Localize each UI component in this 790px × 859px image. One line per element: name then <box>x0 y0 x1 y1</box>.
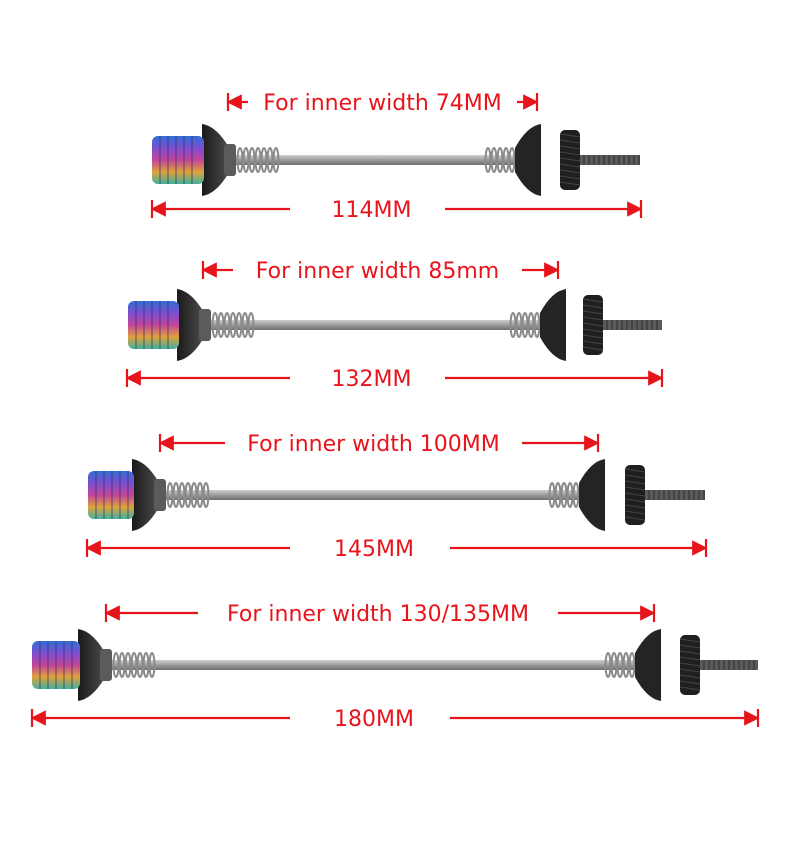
inner-width-label: For inner width 100MM <box>247 432 500 457</box>
left-spring-icon <box>236 147 280 173</box>
overall-length-label: 180MM <box>334 707 414 732</box>
right-cone-icon <box>515 124 541 196</box>
rainbow-endcap-icon <box>152 136 204 184</box>
skewer-3: For inner width 100MM 145MM <box>85 432 708 562</box>
skewer-4: For inner width 130/135MM 180MM <box>30 602 760 732</box>
skewer-1: For inner width 74MM 114MM <box>150 91 643 223</box>
inner-width-label: For inner width 130/135MM <box>227 602 529 627</box>
skewer-rod <box>185 320 558 330</box>
skewer-rod <box>210 155 533 165</box>
left-nut-icon <box>202 124 228 196</box>
right-cone-icon <box>579 459 605 531</box>
rainbow-endcap-icon <box>88 471 134 519</box>
right-cone-icon <box>635 629 661 701</box>
left-nut-icon <box>132 459 158 531</box>
skewer-rod <box>86 660 653 670</box>
rainbow-endcap-icon <box>32 641 80 689</box>
threaded-tip <box>580 155 640 165</box>
rainbow-endcap-icon <box>128 301 179 349</box>
left-nut-icon <box>78 629 104 701</box>
skewer-rod <box>140 490 597 500</box>
right-spring-icon <box>548 482 592 508</box>
skewer-2: For inner width 85mm 132MM <box>125 259 664 392</box>
threaded-tip <box>645 490 705 500</box>
left-spring-icon <box>166 482 210 508</box>
left-bushing <box>199 309 211 341</box>
overall-length-label: 114MM <box>332 198 412 223</box>
left-spring-icon <box>112 652 156 678</box>
left-spring-icon <box>211 312 255 338</box>
left-bushing <box>224 144 236 176</box>
left-nut-icon <box>177 289 203 361</box>
left-bushing <box>154 479 166 511</box>
overall-length-label: 132MM <box>332 367 412 392</box>
overall-length-label: 145MM <box>334 537 414 562</box>
right-cone-icon <box>540 289 566 361</box>
inner-width-label: For inner width 74MM <box>263 91 502 116</box>
left-bushing <box>100 649 112 681</box>
inner-width-label: For inner width 85mm <box>256 259 499 284</box>
